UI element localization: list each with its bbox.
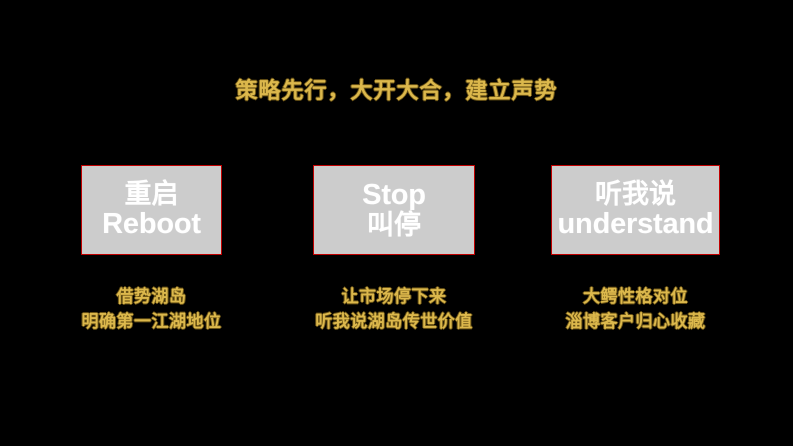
- concept-card-3[interactable]: 听我说 understand: [551, 165, 720, 255]
- concept-caption-1-line-1: 借势湖岛: [116, 287, 187, 306]
- concept-caption-3-line-2: 淄博客户归心收藏: [565, 311, 706, 331]
- concept-caption-2: 让市场停下来 听我说湖岛传世价值: [313, 285, 475, 334]
- concept-caption-3: 大鳄性格对位 淄博客户归心收藏: [551, 285, 720, 334]
- concept-caption-2-line-2: 听我说湖岛传世价值: [315, 311, 473, 331]
- concept-caption-3-line-1: 大鳄性格对位: [583, 287, 688, 306]
- concept-column-reboot: 重启 Reboot 借势湖岛 明确第一江湖地位: [81, 165, 222, 334]
- concept-card-1[interactable]: 重启 Reboot: [81, 165, 222, 255]
- concept-card-3-line-en: understand: [557, 207, 714, 240]
- concept-column-stop: Stop 叫停 让市场停下来 听我说湖岛传世价值: [313, 165, 475, 334]
- concept-caption-1-line-2: 明确第一江湖地位: [81, 311, 222, 331]
- concept-card-2-line-en: Stop: [362, 178, 426, 211]
- concept-column-understand: 听我说 understand 大鳄性格对位 淄博客户归心收藏: [551, 165, 720, 334]
- concept-card-1-line-en: Reboot: [102, 207, 201, 240]
- concept-caption-1: 借势湖岛 明确第一江湖地位: [81, 285, 222, 334]
- concept-card-3-line-cn: 听我说: [595, 178, 676, 209]
- concept-card-2-line-cn: 叫停: [367, 210, 421, 241]
- concept-card-2[interactable]: Stop 叫停: [313, 165, 475, 255]
- concept-caption-2-line-1: 让市场停下来: [341, 287, 447, 306]
- page-title: 策略先行，大开大合，建立声势: [235, 78, 558, 103]
- concept-card-1-line-cn: 重启: [124, 178, 179, 209]
